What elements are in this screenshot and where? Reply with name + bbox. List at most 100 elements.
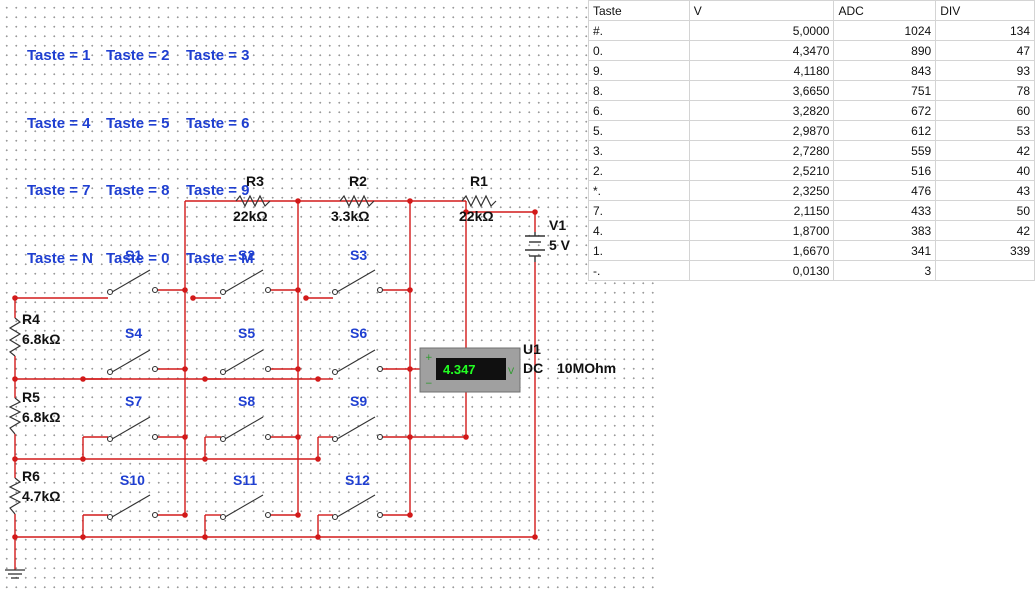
cell-v[interactable]: 2,3250 (688, 180, 835, 201)
cell-adc[interactable]: 433 (833, 200, 937, 221)
multimeter-minus-icon: − (425, 379, 433, 389)
cell-adc[interactable]: 383 (833, 220, 937, 241)
cell-v[interactable]: 4,1180 (688, 60, 835, 81)
legend-cell: Taste = 4 (27, 114, 91, 132)
cell-v[interactable]: 2,5210 (688, 160, 835, 181)
cell-adc[interactable]: 516 (833, 160, 937, 181)
cell-div[interactable]: 50 (935, 200, 1035, 221)
legend-cell: Taste = N (27, 249, 93, 267)
cell-v[interactable]: 2,9870 (688, 120, 835, 141)
resistor-r3 (235, 194, 271, 208)
cell-v[interactable]: 2,1150 (688, 200, 835, 221)
cell-v[interactable]: 3,2820 (688, 100, 835, 121)
resistor-r6 (8, 477, 22, 515)
cell-v[interactable]: 1,6670 (688, 240, 835, 261)
legend-cell: Taste = M (186, 249, 254, 267)
cell-div[interactable]: 53 (935, 120, 1035, 141)
cell-taste[interactable]: 7. (588, 200, 690, 221)
r2-value: 3.3kΩ (331, 208, 369, 224)
cell-taste[interactable]: 5. (588, 120, 690, 141)
header-cell-v[interactable]: V (688, 0, 835, 21)
switch-label-s12: S12 (345, 472, 370, 488)
cell-v[interactable]: 5,0000 (688, 20, 835, 41)
cell-taste[interactable]: 4. (588, 220, 690, 241)
cell-v[interactable]: 0,0130 (688, 260, 835, 281)
wires (14, 200, 536, 570)
cell-adc[interactable]: 476 (833, 180, 937, 201)
cell-taste[interactable]: 8. (588, 80, 690, 101)
cell-adc[interactable]: 1024 (833, 20, 937, 41)
cell-div[interactable]: 47 (935, 40, 1035, 61)
cell-adc[interactable]: 3 (833, 260, 937, 281)
cell-adc[interactable]: 672 (833, 100, 937, 121)
cell-taste[interactable]: 6. (588, 100, 690, 121)
resistor-r4 (8, 317, 22, 357)
u1-impedance: 10MOhm (557, 360, 616, 376)
cell-v[interactable]: 3,6650 (688, 80, 835, 101)
cell-taste[interactable]: 9. (588, 60, 690, 81)
cell-v[interactable]: 1,8700 (688, 220, 835, 241)
legend-cell: Taste = 1 (27, 47, 91, 64)
cell-adc[interactable]: 843 (833, 60, 937, 81)
cell-div[interactable]: 42 (935, 220, 1035, 241)
cell-div[interactable]: 40 (935, 160, 1035, 181)
circuit-schematic: 4.347 + − V R3 22kΩ R2 3.3kΩ R1 22kΩ R4 … (5, 173, 616, 579)
cell-div[interactable]: 60 (935, 100, 1035, 121)
cell-taste[interactable]: *. (588, 180, 690, 201)
r6-name: R6 (22, 468, 40, 484)
cell-taste[interactable]: -. (588, 260, 690, 281)
resistor-r2 (339, 194, 375, 208)
u1-name: U1 (523, 341, 541, 357)
cell-div[interactable]: 42 (935, 140, 1035, 161)
header-cell-div[interactable]: DIV (935, 0, 1035, 21)
cell-div[interactable]: 93 (935, 60, 1035, 81)
cell-v[interactable]: 2,7280 (688, 140, 835, 161)
header-row: Taste V ADC DIV (588, 0, 1035, 21)
cell-div[interactable]: 339 (935, 240, 1035, 261)
cell-taste[interactable]: 2. (588, 160, 690, 181)
legend-cell: Taste = 5 (106, 114, 170, 132)
switch-s10 (106, 494, 159, 521)
switch-s4 (106, 349, 159, 376)
cell-adc[interactable]: 751 (833, 80, 937, 101)
cell-taste[interactable]: #. (588, 20, 690, 41)
junction-dots (12, 198, 538, 540)
cell-taste[interactable]: 0. (588, 40, 690, 61)
v1-value: 5 V (549, 237, 571, 253)
header-cell-adc[interactable]: ADC (833, 0, 937, 21)
cell-adc[interactable]: 559 (833, 140, 937, 161)
cell-div[interactable] (935, 260, 1035, 281)
switch-label-s10: S10 (120, 472, 145, 488)
header-cell-taste[interactable]: Taste (588, 0, 690, 21)
cell-div[interactable]: 78 (935, 80, 1035, 101)
r3-value: 22kΩ (233, 208, 268, 224)
cell-div[interactable]: 134 (935, 20, 1035, 41)
cell-taste[interactable]: 1. (588, 240, 690, 261)
cell-adc[interactable]: 890 (833, 40, 937, 61)
cell-v[interactable]: 4,3470 (688, 40, 835, 61)
switch-s6 (331, 349, 384, 376)
r1-name: R1 (470, 173, 488, 189)
multimeter-plus-icon: + (425, 353, 433, 363)
legend-cell: Taste = 7 (27, 182, 91, 199)
r5-value: 6.8kΩ (22, 409, 60, 425)
cell-taste[interactable]: 3. (588, 140, 690, 161)
legend-cell: Taste = 3 (186, 47, 250, 64)
switch-label-s9: S9 (350, 393, 367, 409)
cell-div[interactable]: 43 (935, 180, 1035, 201)
switch-label-s4: S4 (125, 325, 142, 341)
r5-name: R5 (22, 389, 40, 405)
cell-adc[interactable]: 612 (833, 120, 937, 141)
switch-label-s6: S6 (350, 325, 367, 341)
switch-s3 (331, 269, 384, 296)
r4-name: R4 (22, 311, 40, 327)
cell-adc[interactable]: 341 (833, 240, 937, 261)
